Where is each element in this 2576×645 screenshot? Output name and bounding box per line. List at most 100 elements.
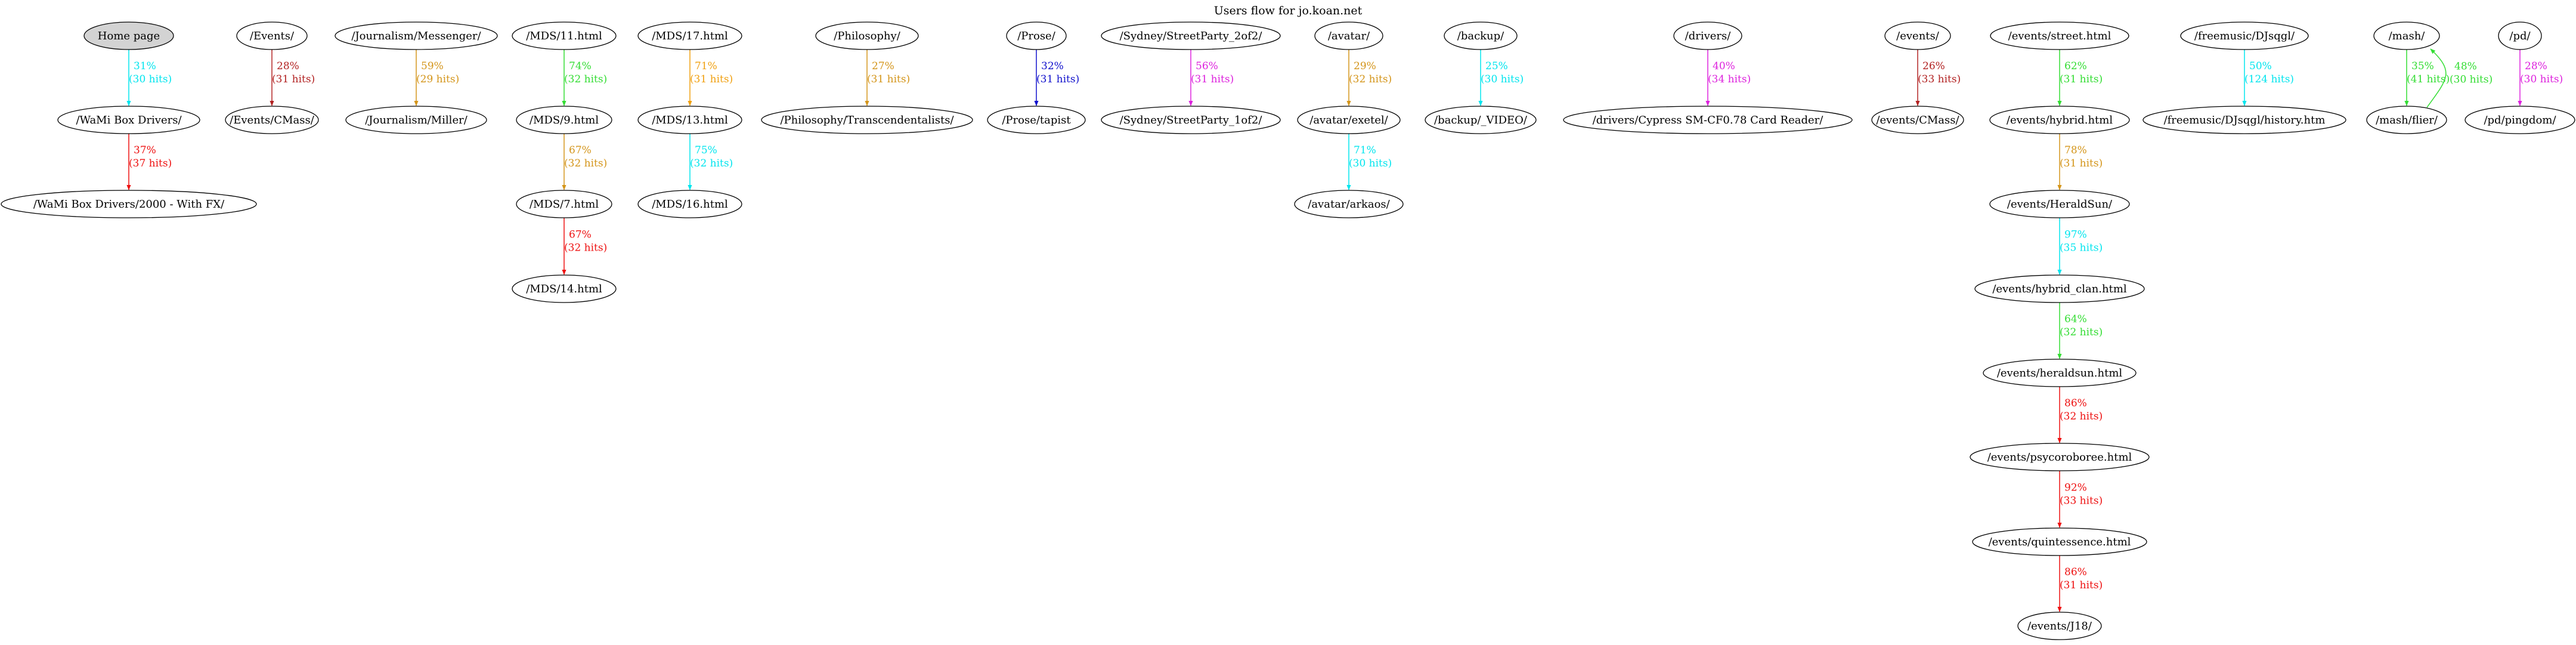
- node-label: /Journalism/Messenger/: [351, 30, 481, 42]
- node-mds-14-html[interactable]: /MDS/14.html: [512, 274, 617, 303]
- node-mds-17-html[interactable]: /MDS/17.html: [637, 21, 742, 50]
- node-backup-video[interactable]: /backup/_VIDEO/: [1425, 106, 1537, 134]
- edge-percent: 31%: [134, 60, 156, 72]
- node-journalism-messenger[interactable]: /Journalism/Messenger/: [335, 21, 498, 50]
- node-events-heraldsun[interactable]: /events/HeraldSun/: [1989, 190, 2130, 218]
- edge-percent: 74%: [569, 60, 592, 72]
- node-events-j18[interactable]: /events/J18/: [2017, 612, 2102, 640]
- edge-hits: (31 hits): [272, 73, 315, 85]
- node-sydney-streetparty-2of2[interactable]: /Sydney/StreetParty_2of2/: [1101, 21, 1281, 50]
- edge-e12: 56%(31 hits): [1188, 50, 1234, 106]
- edge-hits: (32 hits): [690, 158, 733, 169]
- node-shape: [2017, 612, 2102, 640]
- edge-e21: 64%(32 hits): [2057, 303, 2103, 359]
- node-drivers[interactable]: /drivers/: [1673, 21, 1742, 50]
- edge-e1: 31%(30 hits): [126, 50, 172, 106]
- node-shape: [1294, 190, 1404, 218]
- node-shape: [1314, 21, 1383, 50]
- node-philosophy-transcendentalists[interactable]: /Philosophy/Transcendentalists/: [761, 106, 973, 134]
- node-events[interactable]: /Events/: [236, 21, 308, 50]
- edge-e9: 75%(32 hits): [688, 134, 733, 190]
- node-shape: [637, 21, 742, 50]
- node-journalism-miller[interactable]: /Journalism/Miller/: [345, 106, 487, 134]
- node-events[interactable]: /events/: [1884, 21, 1951, 50]
- node-events-hybrid-clan-html[interactable]: /events/hybrid_clan.html: [1974, 274, 2145, 303]
- node-label: /MDS/16.html: [652, 198, 728, 211]
- node-avatar-exetel[interactable]: /avatar/exetel/: [1297, 106, 1401, 134]
- node-mds-7-html[interactable]: /MDS/7.html: [516, 190, 612, 218]
- node-avatar[interactable]: /avatar/: [1314, 21, 1383, 50]
- edge-e28: 28%(30 hits): [2518, 50, 2563, 106]
- node-label: /events/street.html: [2008, 30, 2111, 42]
- node-shape: [57, 106, 200, 134]
- node-pd[interactable]: /pd/: [2498, 21, 2542, 50]
- node-shape: [1673, 21, 1742, 50]
- node-sydney-streetparty-1of2[interactable]: /Sydney/StreetParty_1of2/: [1101, 106, 1281, 134]
- edge-e2: 37%(37 hits): [126, 134, 172, 190]
- node-events-psycoroboree-html[interactable]: /events/psycoroboree.html: [1970, 443, 2150, 471]
- edge-percent: 29%: [1354, 60, 1376, 72]
- node-mash-flier[interactable]: /mash/flier/: [2366, 106, 2447, 134]
- node-mds-11-html[interactable]: /MDS/11.html: [512, 21, 617, 50]
- edge-e4: 59%(29 hits): [414, 50, 459, 106]
- node-label: /MDS/9.html: [530, 114, 599, 126]
- edge-percent: 26%: [1922, 60, 1945, 72]
- node-prose-tapist[interactable]: /Prose/tapist: [987, 106, 1086, 134]
- node-mash[interactable]: /mash/: [2373, 21, 2440, 50]
- edge-hits: (37 hits): [129, 158, 172, 169]
- node-freemusic-djsqgl[interactable]: /freemusic/DJsqgl/: [2180, 21, 2309, 50]
- node-label: /WaMi Box Drivers/: [76, 114, 182, 126]
- node-home-page[interactable]: Home page: [83, 21, 174, 50]
- node-shape: [1972, 527, 2147, 556]
- node-shape: [2180, 21, 2309, 50]
- node-shape: [637, 190, 742, 218]
- node-pd-pingdom[interactable]: /pd/pingdom/: [2464, 106, 2575, 134]
- edge-percent: 71%: [1354, 144, 1376, 156]
- node-events-heraldsun-html[interactable]: /events/heraldsun.html: [1983, 359, 2137, 387]
- node-shape: [1884, 21, 1951, 50]
- node-label: Home page: [98, 30, 160, 42]
- node-label: /drivers/: [1685, 30, 1732, 42]
- node-backup[interactable]: /backup/: [1444, 21, 1518, 50]
- node-shape: [2464, 106, 2575, 134]
- node-shape: [1101, 106, 1281, 134]
- edge-hits: (32 hits): [2060, 411, 2103, 422]
- node-label: /events/J18/: [2027, 620, 2092, 632]
- node-label: /pd/: [2509, 30, 2531, 42]
- node-label: /mash/flier/: [2376, 114, 2438, 126]
- node-label: /WaMi Box Drivers/2000 - With FX/: [33, 198, 225, 211]
- node-prose[interactable]: /Prose/: [1006, 21, 1067, 50]
- node-label: /avatar/exetel/: [1309, 114, 1388, 126]
- node-events-cmass[interactable]: /events/CMass/: [1871, 106, 1964, 134]
- node-label: /Prose/: [1017, 30, 1056, 42]
- node-shape: [1297, 106, 1401, 134]
- node-shape: [2142, 106, 2346, 134]
- node-philosophy[interactable]: /Philosophy/: [815, 21, 919, 50]
- node-mds-16-html[interactable]: /MDS/16.html: [637, 190, 742, 218]
- node-avatar-arkaos[interactable]: /avatar/arkaos/: [1294, 190, 1404, 218]
- node-mds-13-html[interactable]: /MDS/13.html: [637, 106, 742, 134]
- edge-hits: (35 hits): [2060, 242, 2103, 254]
- edge-percent: 64%: [2064, 313, 2087, 325]
- edge-e8: 71%(31 hits): [688, 50, 733, 106]
- edge-e3: 28%(31 hits): [270, 50, 315, 106]
- node-label: /Journalism/Miller/: [365, 114, 467, 126]
- node-events-quintessence-html[interactable]: /events/quintessence.html: [1972, 527, 2147, 556]
- edge-hits: (29 hits): [416, 73, 459, 85]
- node-events-street-html[interactable]: /events/street.html: [1990, 21, 2129, 50]
- node-events-cmass[interactable]: /Events/CMass/: [225, 106, 319, 134]
- edge-e16: 40%(34 hits): [1705, 50, 1751, 106]
- node-freemusic-djsqgl-history-htm[interactable]: /freemusic/DJsqgl/history.htm: [2142, 106, 2346, 134]
- node-wami-box-drivers-2000-with-fx[interactable]: /WaMi Box Drivers/2000 - With FX/: [1, 190, 257, 218]
- node-events-hybrid-html[interactable]: /events/hybrid.html: [1989, 106, 2130, 134]
- edges-layer: 31%(30 hits) 37%(37 hits) 28%(31 hits) 59%(…: [126, 48, 2563, 612]
- node-shape: [637, 106, 742, 134]
- node-shape: [512, 21, 617, 50]
- node-drivers-cypress-sm-cf0-78-card-reader[interactable]: /drivers/Cypress SM-CF0.78 Card Reader/: [1563, 106, 1853, 134]
- edge-percent: 27%: [872, 60, 894, 72]
- node-label: /backup/: [1457, 30, 1504, 42]
- edge-percent: 48%: [2454, 61, 2477, 73]
- node-mds-9-html[interactable]: /MDS/9.html: [516, 106, 612, 134]
- node-wami-box-drivers[interactable]: /WaMi Box Drivers/: [57, 106, 200, 134]
- node-shape: [1444, 21, 1518, 50]
